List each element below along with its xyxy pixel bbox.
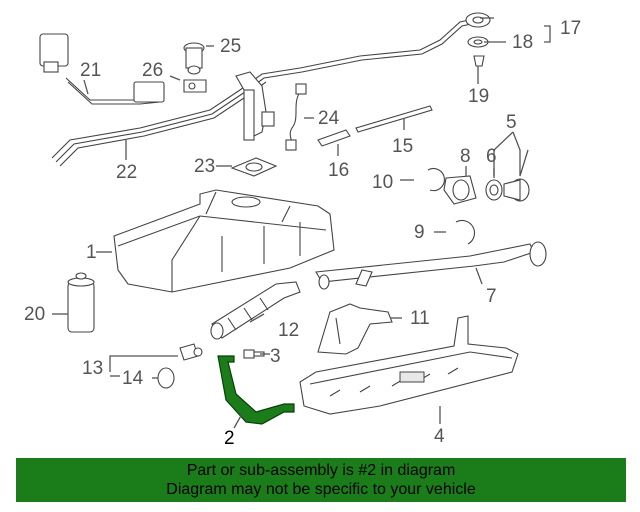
part-15-pipe xyxy=(355,105,433,133)
banner-line-1: Part or sub-assembly is #2 in diagram xyxy=(186,462,456,479)
callout-7: 7 xyxy=(486,286,497,307)
part-19-bolt xyxy=(473,55,485,67)
part-5-fuel-cap xyxy=(503,178,530,202)
callout-8: 8 xyxy=(460,146,471,167)
callout-10: 10 xyxy=(372,172,393,193)
callout-2: 2 xyxy=(224,428,235,449)
part-11-heat-shield xyxy=(317,303,393,355)
part-12-filler-hose xyxy=(210,281,301,340)
part-14-o-ring xyxy=(157,367,175,389)
part-13-clamp xyxy=(179,343,203,361)
part-9-clamp xyxy=(455,219,476,245)
part-1-fuel-tank xyxy=(113,189,335,293)
part-16-hose xyxy=(317,129,351,147)
callout-17: 17 xyxy=(560,18,581,39)
callout-26: 26 xyxy=(142,60,163,81)
exploded-parts-diagram: 1 2 3 4 5 6 7 8 9 10 11 12 13 14 15 16 1… xyxy=(24,12,581,449)
callout-6: 6 xyxy=(486,146,497,167)
part-17-clamp xyxy=(465,12,491,28)
part-26-clip xyxy=(183,79,207,93)
part-25-vent-valve xyxy=(183,42,205,75)
fuel-line-assembly xyxy=(51,17,481,167)
callout-20: 20 xyxy=(24,304,45,325)
callout-24: 24 xyxy=(318,108,340,129)
callout-19: 19 xyxy=(468,86,489,107)
part-6-gasket xyxy=(485,179,503,201)
callout-11: 11 xyxy=(410,308,430,329)
callout-25: 25 xyxy=(220,36,241,57)
part-8-filler-neck-cover xyxy=(443,175,477,205)
callout-12: 12 xyxy=(278,320,299,341)
callout-18: 18 xyxy=(512,32,533,53)
callout-16: 16 xyxy=(328,160,349,181)
callout-23: 23 xyxy=(194,156,215,177)
callout-14: 14 xyxy=(122,368,144,389)
banner-line-2: Diagram may not be specific to your vehi… xyxy=(166,481,476,498)
callout-22: 22 xyxy=(116,162,137,183)
part-24-harness xyxy=(285,83,307,151)
part-23-gasket xyxy=(230,157,278,177)
callout-15: 15 xyxy=(392,136,413,157)
part-7-filler-pipe xyxy=(315,241,547,290)
diagram-notice-banner: Part or sub-assembly is #2 in diagram Di… xyxy=(16,458,626,502)
callout-5: 5 xyxy=(506,112,517,133)
part-21-filter xyxy=(39,33,165,103)
part-4-protector xyxy=(299,315,519,415)
callout-9: 9 xyxy=(414,222,425,243)
callout-numbers: 1 2 3 4 5 6 7 8 9 10 11 12 13 14 15 16 1… xyxy=(24,18,581,449)
callout-4: 4 xyxy=(434,426,445,447)
part-18-grommet xyxy=(467,36,489,48)
callout-3: 3 xyxy=(270,346,281,367)
part-20-fuel-filter xyxy=(67,272,95,333)
part-10-clamp xyxy=(427,168,445,192)
fuel-pump-bracket xyxy=(235,71,275,141)
callout-1: 1 xyxy=(86,242,97,263)
callout-21: 21 xyxy=(80,60,101,81)
part-2-bracket-highlighted xyxy=(217,355,295,425)
leader-lines xyxy=(52,17,551,429)
callout-13: 13 xyxy=(82,358,103,379)
